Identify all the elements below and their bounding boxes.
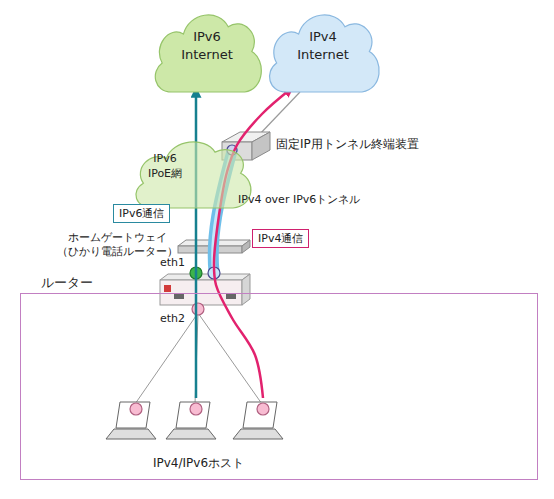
cloud-outline bbox=[270, 15, 380, 92]
router-port bbox=[226, 294, 236, 299]
cloud-label: IPv6 Internet bbox=[177, 28, 237, 63]
laptop-screen bbox=[176, 402, 210, 428]
laptop bbox=[166, 402, 216, 439]
eth2-port bbox=[192, 303, 204, 315]
tunnel-label: IPv4 over IPv6トンネル bbox=[238, 192, 360, 207]
cloud-shape bbox=[128, 136, 256, 208]
host-label: IPv4/IPv6ホスト bbox=[101, 455, 296, 472]
traffic-tag: IPv6通信 bbox=[113, 204, 170, 223]
host-port bbox=[257, 403, 269, 415]
host-group: IPv4/IPv6ホスト bbox=[101, 398, 296, 480]
cloud-label: IPv4 Internet bbox=[293, 28, 353, 63]
laptop-base bbox=[106, 429, 156, 439]
host-port bbox=[130, 403, 142, 415]
network-cloud: IPv6 IPoE網 bbox=[128, 136, 256, 208]
router-top bbox=[160, 274, 250, 280]
device-label: 固定IP用トンネル終端装置 bbox=[276, 137, 419, 152]
device-name: ホームゲートウェイ （ひかり電話ルーター） bbox=[52, 231, 182, 259]
cloud-outline bbox=[136, 142, 251, 208]
cloud-outline bbox=[155, 15, 261, 92]
internet-cloud: IPv4 Internet bbox=[262, 8, 384, 92]
lan-wire bbox=[198, 313, 262, 404]
traffic-tag: IPv4通信 bbox=[252, 229, 309, 248]
ipv6-flow-arrow bbox=[195, 89, 198, 398]
lan-wire bbox=[135, 313, 198, 404]
internet-cloud: IPv6 Internet bbox=[148, 8, 266, 92]
laptop bbox=[233, 402, 283, 439]
router-port bbox=[174, 294, 184, 299]
cloud-label: IPv6 IPoE網 bbox=[142, 152, 188, 182]
tag-text: IPv6通信 bbox=[119, 206, 164, 221]
laptop-screen bbox=[116, 402, 150, 428]
host-port bbox=[190, 403, 202, 415]
port-label: eth2 bbox=[160, 312, 185, 325]
gateway-label: ホームゲートウェイ （ひかり電話ルーター） bbox=[52, 231, 182, 259]
lan-region: IPv4/IPv6ホストルーター bbox=[20, 293, 538, 480]
laptop-base bbox=[233, 429, 283, 439]
gateway-side bbox=[242, 240, 250, 253]
region-heading: ルーター bbox=[41, 274, 93, 292]
router-logo bbox=[164, 285, 171, 292]
router-side bbox=[242, 274, 250, 305]
device-name: 固定IP用トンネル終端装置 bbox=[276, 137, 419, 152]
laptop bbox=[106, 402, 156, 439]
device-side bbox=[252, 132, 270, 160]
laptop-screen bbox=[243, 402, 277, 428]
laptop-base bbox=[166, 429, 216, 439]
port-label: eth1 bbox=[160, 256, 185, 269]
tag-text: IPv4通信 bbox=[258, 231, 303, 246]
